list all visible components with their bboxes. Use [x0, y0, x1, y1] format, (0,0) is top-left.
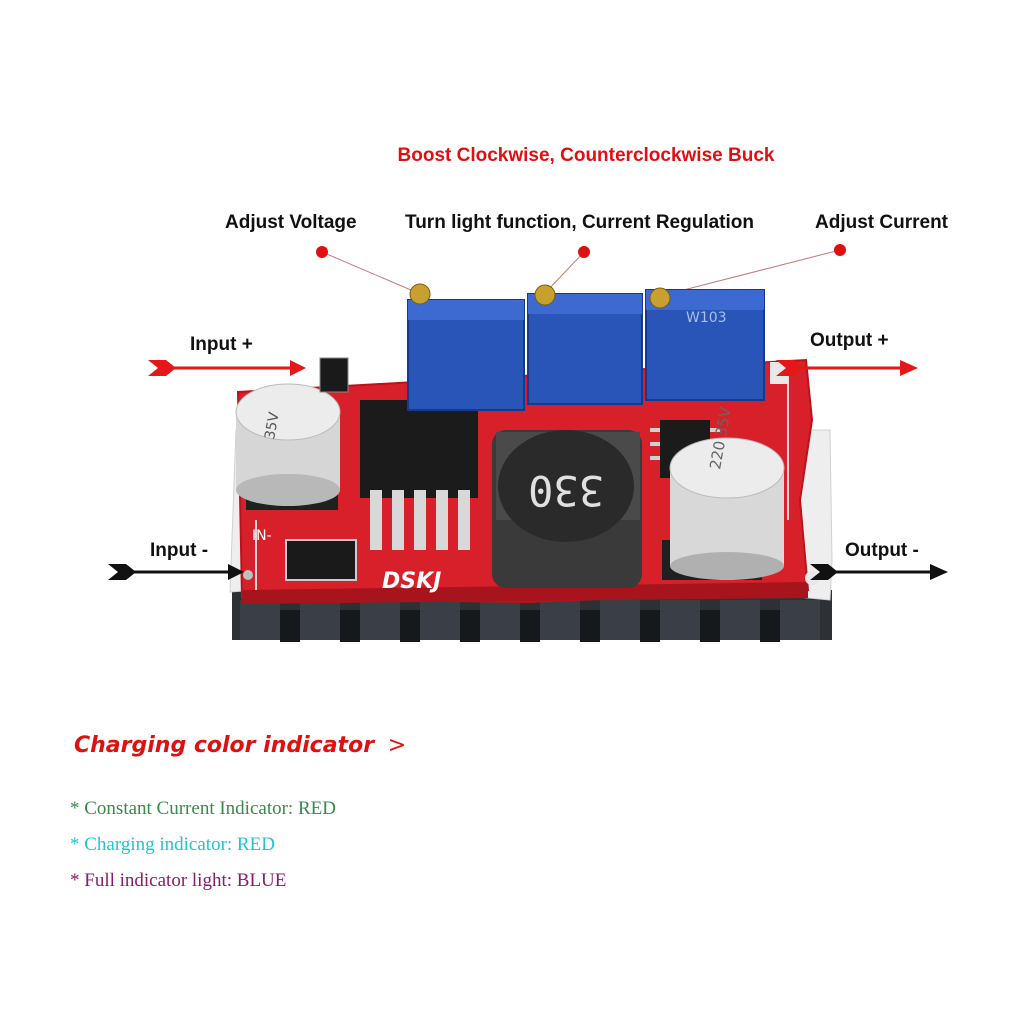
output-plus-label: Output + — [810, 330, 889, 351]
pot-regulation — [527, 284, 643, 405]
capacitor-right: 220 35V — [662, 405, 785, 580]
constant-current-indicator: * Constant Current Indicator: RED — [70, 798, 336, 819]
adjust-voltage-label: Adjust Voltage — [225, 212, 357, 233]
regulation-pointer-dot — [578, 246, 590, 258]
input-plus-arrow — [148, 360, 306, 376]
regulator-ic — [360, 400, 478, 550]
full-indicator: * Full indicator light: BLUE — [70, 870, 287, 891]
current-regulation-label: Turn light function, Current Regulation — [405, 212, 754, 233]
page-title: Boost Clockwise, Counterclockwise Buck — [397, 145, 775, 166]
capacitor-left-text: 35V — [262, 411, 283, 441]
voltage-pointer-dot — [316, 246, 328, 258]
current-pointer-dot — [834, 244, 846, 256]
inductor: 330 — [492, 430, 642, 588]
output-minus-arrow — [810, 564, 948, 580]
pin-label: IN- — [252, 528, 272, 544]
output-minus-label: Output - — [845, 540, 919, 561]
diode-bottom — [285, 539, 357, 581]
pointer-lines — [321, 249, 841, 297]
capacitor-left: 35V — [235, 383, 341, 510]
input-plus-label: Input + — [190, 334, 253, 355]
input-minus-arrow — [108, 564, 244, 580]
inductor-code: 330 — [528, 466, 604, 515]
output-plus-arrow — [776, 360, 918, 376]
indicator-heading-text: Charging color indicator — [74, 733, 375, 758]
diode-top — [319, 357, 349, 393]
indicator-heading: Charging color indicator > — [74, 733, 406, 758]
pot-voltage — [407, 283, 525, 411]
pot-code: W103 — [686, 310, 727, 326]
chevron-right-icon: > — [387, 733, 407, 758]
adjust-current-label: Adjust Current — [815, 212, 948, 233]
input-minus-label: Input - — [150, 540, 209, 561]
pot-current: W103 — [645, 287, 765, 401]
charging-indicator: * Charging indicator: RED — [70, 834, 275, 855]
potentiometers: W103 — [407, 283, 765, 411]
brand-label: DSKJ — [382, 569, 441, 594]
